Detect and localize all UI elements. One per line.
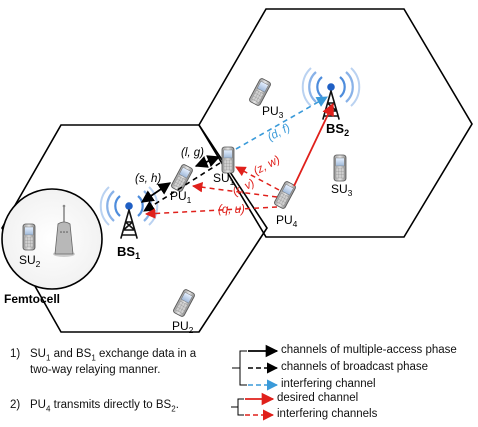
note-2-number: 2) bbox=[10, 399, 21, 411]
note-1: 1) SU1 and BS1 exchange data in a two-wa… bbox=[10, 347, 240, 379]
legend-bracket-1 bbox=[232, 350, 247, 386]
mobile-phone-icon bbox=[248, 77, 272, 107]
legend-label-multiple-access: channels of multiple-access phase bbox=[281, 344, 457, 356]
note-2-line-1: PU4 transmits directly to BS2. bbox=[30, 399, 179, 414]
link-s-h-solid bbox=[140, 182, 172, 203]
link-label-d-f: (d, f) bbox=[266, 122, 293, 144]
label-su1: SU1 bbox=[213, 171, 235, 187]
link-label-q-u: (q, u) bbox=[218, 204, 245, 216]
label-su2: SU2 bbox=[19, 253, 41, 269]
link-l-g-solid bbox=[194, 155, 221, 168]
link-q-u-interfering bbox=[144, 206, 278, 219]
label-pu1: PU1 bbox=[170, 189, 192, 205]
link-desired-red bbox=[293, 102, 334, 187]
mobile-phone-icon bbox=[172, 288, 196, 318]
label-su3: SU3 bbox=[331, 182, 353, 198]
note-1-line-2: two-way relaying manner. bbox=[30, 364, 161, 376]
cell-tower-icon bbox=[99, 185, 159, 240]
link-label-z-w: (z, w) bbox=[252, 154, 283, 178]
mobile-phone-icon bbox=[22, 223, 36, 251]
legend-label-interfering-channel: interfering channel bbox=[281, 378, 376, 390]
label-pu2: PU2 bbox=[172, 319, 194, 335]
note-1-number: 1) bbox=[10, 348, 21, 360]
mobile-phone-icon bbox=[273, 180, 297, 210]
legend-label-broadcast: channels of broadcast phase bbox=[281, 361, 429, 373]
note-2: 2) PU4 transmits directly to BS2. bbox=[10, 398, 235, 416]
legend-label-desired: desired channel bbox=[277, 392, 359, 404]
mobile-phone-icon bbox=[170, 163, 194, 193]
cell-2-hexagon bbox=[198, 8, 473, 238]
legend-bracket-2 bbox=[231, 398, 244, 416]
femtocell-circle bbox=[1, 188, 103, 290]
link-z-w-interfering bbox=[235, 166, 280, 191]
label-bs1: BS1 bbox=[117, 244, 140, 261]
legend-label-interfering-channels: interfering channels bbox=[277, 408, 378, 420]
link-label-l-g: (l, g) bbox=[181, 147, 204, 159]
label-bs2: BS2 bbox=[326, 121, 349, 138]
label-pu3: PU3 bbox=[262, 104, 284, 120]
label-pu4: PU4 bbox=[276, 213, 298, 229]
note-1-line-1: SU1 and BS1 exchange data in a bbox=[30, 348, 197, 363]
cell-tower-icon bbox=[301, 66, 361, 121]
link-d-f-interfering bbox=[235, 96, 328, 150]
femtocell-icon bbox=[53, 204, 75, 257]
mobile-phone-icon bbox=[333, 154, 347, 182]
cell-1-hexagon bbox=[1, 124, 268, 333]
link-broadcast-dashed bbox=[143, 162, 221, 212]
link-label-s-h: (s, h) bbox=[135, 173, 161, 185]
femtocell-label: Femtocell bbox=[4, 292, 60, 306]
mobile-phone-icon bbox=[221, 146, 235, 174]
